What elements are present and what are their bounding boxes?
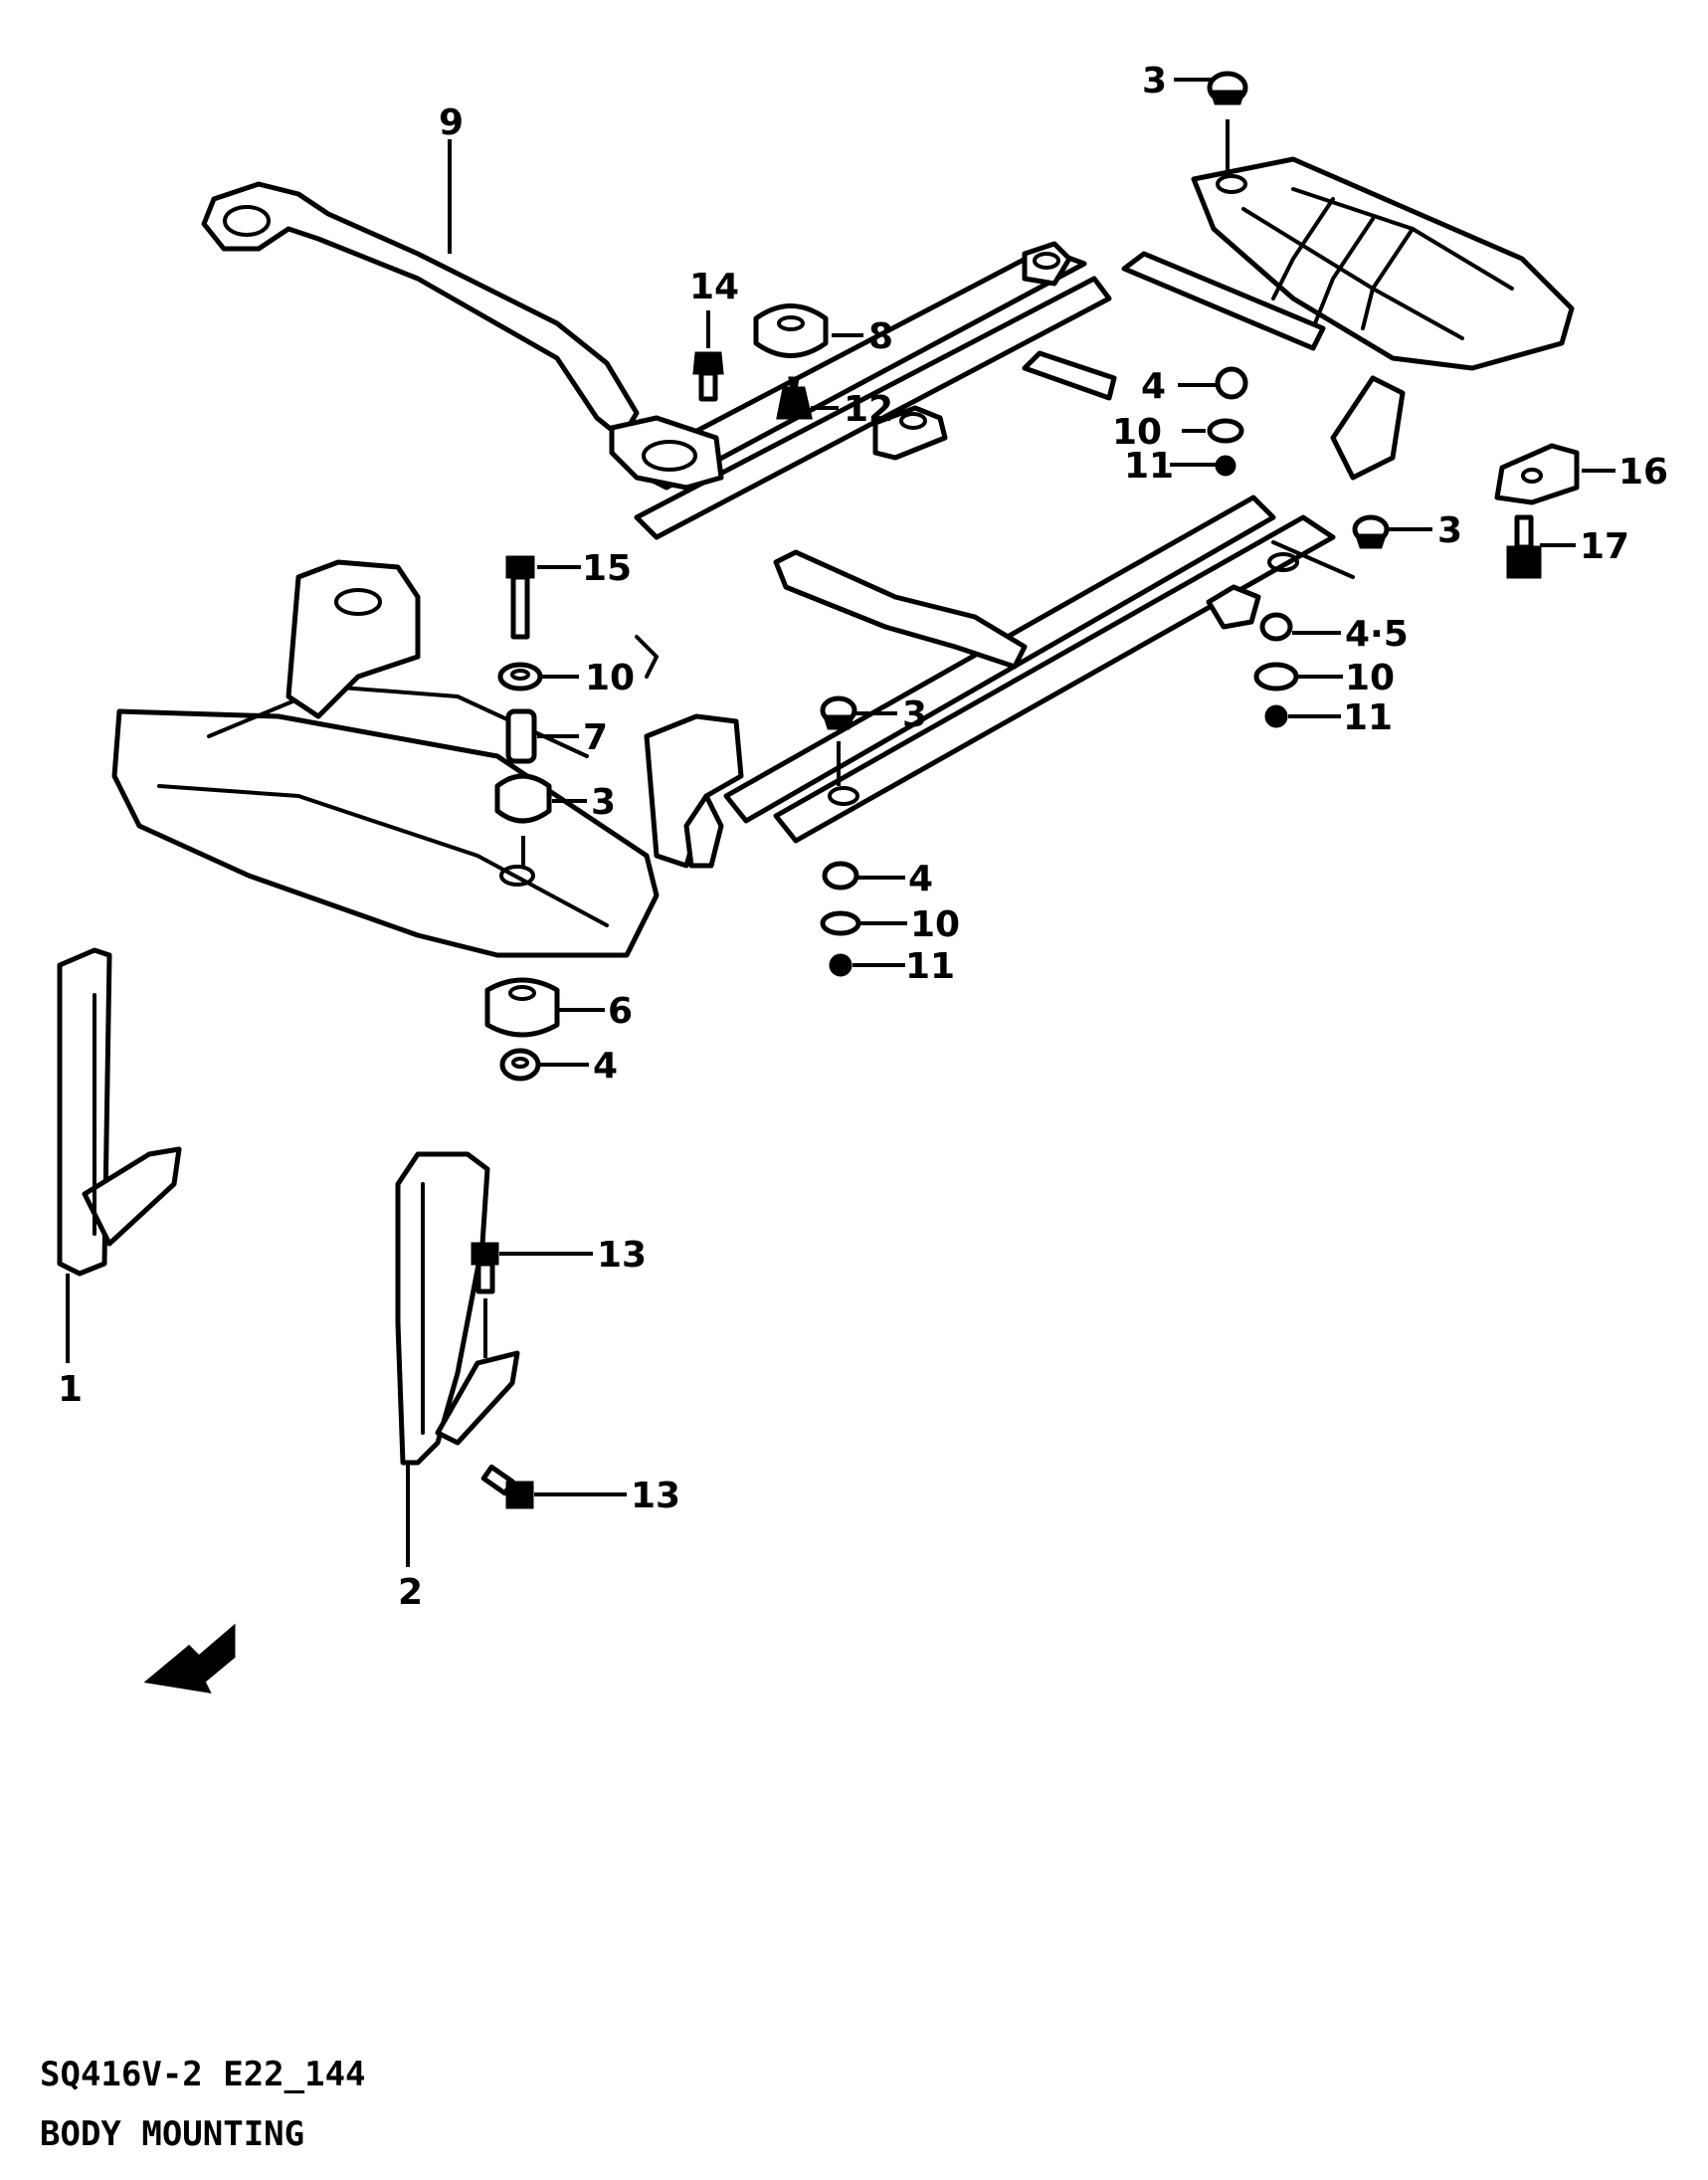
- callout-11-right: 11: [1343, 697, 1393, 738]
- callout-13-lower: 13: [631, 1476, 680, 1516]
- part-3-cushion-top[interactable]: [1207, 71, 1248, 174]
- part-14-bolt[interactable]: [692, 310, 724, 402]
- callout-10-left: 10: [585, 658, 635, 698]
- section-title: BODY MOUNTING: [40, 2114, 304, 2154]
- part-10-washer-left[interactable]: [497, 662, 543, 692]
- callout-9: 9: [439, 102, 464, 143]
- callout-8: 8: [868, 316, 893, 357]
- part-4-10-11-stack-center[interactable]: [1207, 366, 1248, 477]
- callout-7: 7: [583, 717, 608, 758]
- callout-numbers: 3 9 14 8 12 4 10 11 16 3 17 15 10 7 3 3 …: [58, 61, 1668, 1613]
- part-4-5-10-11-stack-right[interactable]: [1253, 612, 1299, 728]
- callout-6: 6: [608, 991, 633, 1032]
- part-12-clip[interactable]: [776, 376, 813, 420]
- part-8-spacer[interactable]: [753, 303, 829, 358]
- part-16-plate[interactable]: [1494, 443, 1580, 505]
- chassis-frame[interactable]: [111, 156, 1575, 958]
- callout-1: 1: [58, 1369, 83, 1410]
- callout-10-center: 10: [1112, 412, 1162, 453]
- part-3-cushion-right[interactable]: [1352, 514, 1390, 549]
- callout-10-lower: 10: [910, 904, 960, 945]
- callout-4-center: 4: [1141, 366, 1166, 407]
- callout-14: 14: [689, 267, 739, 307]
- callout-4-nut: 4: [593, 1046, 618, 1087]
- callout-10-right: 10: [1345, 658, 1395, 698]
- callout-12: 12: [844, 389, 893, 430]
- callout-4-5: 4·5: [1345, 614, 1409, 655]
- callout-11-lower: 11: [905, 946, 955, 987]
- part-1-bracket[interactable]: [57, 947, 182, 1277]
- callout-13-upper: 13: [597, 1235, 647, 1276]
- callout-15: 15: [582, 548, 632, 589]
- model-code: SQ416V-2 E22_144: [40, 2055, 366, 2094]
- part-13-bolt-lower[interactable]: [480, 1464, 534, 1509]
- callout-4-lower: 4: [908, 859, 933, 899]
- part-4-10-11-stack-lower[interactable]: [820, 861, 861, 977]
- callout-16: 16: [1618, 452, 1668, 493]
- part-4-nut-lower[interactable]: [499, 1048, 541, 1082]
- part-15-bolt[interactable]: [505, 555, 535, 640]
- callout-17: 17: [1580, 526, 1629, 567]
- leader-lines: [66, 78, 1615, 1567]
- part-2-bracket[interactable]: [395, 1151, 520, 1466]
- part-13-bolt-upper[interactable]: [471, 1242, 499, 1358]
- part-17-bolt[interactable]: [1506, 514, 1542, 579]
- part-3-cushion-front[interactable]: [494, 773, 552, 866]
- callout-3-top: 3: [1142, 61, 1167, 101]
- part-3-cushion-center[interactable]: [820, 695, 857, 786]
- part-7-sleeve[interactable]: [505, 708, 537, 764]
- part-9-bar[interactable]: [201, 181, 724, 491]
- callout-3-right: 3: [1437, 510, 1462, 551]
- callout-3-center: 3: [902, 694, 927, 735]
- callout-2: 2: [398, 1572, 423, 1613]
- part-6-cushion[interactable]: [484, 977, 560, 1038]
- callout-3-front: 3: [591, 782, 616, 823]
- callout-11-center: 11: [1124, 446, 1174, 487]
- front-direction-arrow-icon: [143, 1623, 236, 1693]
